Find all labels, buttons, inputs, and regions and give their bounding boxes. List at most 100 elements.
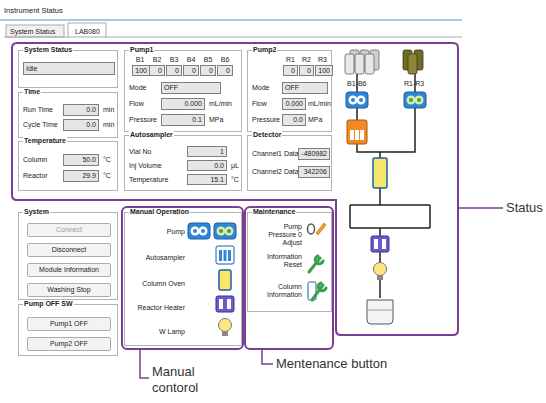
field-label: Mode [252, 84, 270, 92]
field-label: μL [231, 162, 239, 170]
field-label: Vial No [129, 148, 151, 156]
field-value: -480982 [301, 150, 327, 158]
group-box: System StatusIdle [18, 50, 118, 88]
field-label: Cycle Time [23, 121, 58, 129]
field-label: B5 [200, 56, 216, 64]
field-label: min [103, 121, 114, 129]
value-field: 0.0 [187, 160, 227, 171]
field-value: 0.0 [214, 162, 224, 170]
table-cell: 0 [200, 65, 216, 76]
value-field: 0.000 [282, 98, 306, 110]
value-field: 15.1 [187, 174, 227, 185]
field-label: Flow [252, 100, 267, 108]
callout-label: Mentenance button [276, 356, 387, 372]
field-value: 0 [209, 67, 213, 75]
callout-label: Manual contorol [152, 364, 224, 396]
field-label: W Lamp [127, 328, 185, 336]
tab-label: LAB080 [75, 27, 100, 36]
field-label: Information Reset [254, 253, 302, 269]
group-box: TemperatureColumn°CReactor°C50.029.9 [18, 141, 118, 191]
value-field: 1 [187, 146, 227, 157]
field-value: 0 [226, 67, 230, 75]
button-label: Washing Stop [47, 286, 90, 294]
field-value: 50.0 [82, 156, 96, 164]
group-box: Pump1B1B2B3B4B5B6ModeFlowmL/minPressureM… [124, 50, 242, 132]
field-value: 0 [158, 67, 162, 75]
table-cell: 0 [166, 65, 182, 76]
field-label: B2 [149, 56, 165, 64]
group-heading: System [23, 208, 50, 216]
table-cell: 0 [299, 65, 314, 76]
field-label: MPa [209, 116, 223, 124]
field-value: 0.0 [86, 121, 96, 129]
value-field: Idle [23, 62, 115, 75]
field-label: Pressure [129, 116, 157, 124]
group-box: MaintenancePump Pressure 0 AdjustInforma… [247, 212, 332, 312]
group-heading: Pump1 [129, 46, 154, 54]
group-heading: Detector [252, 131, 282, 139]
push-button: Pump2 OFF [27, 337, 111, 351]
field-value: 29.9 [82, 172, 96, 180]
value-field: OFF [282, 82, 328, 94]
button-label: Pump1 OFF [50, 320, 88, 328]
field-value: 1 [220, 148, 224, 156]
group-box: Pump OFF SWPump1 OFFPump2 OFF [18, 304, 118, 356]
table-cell: 0 [283, 65, 298, 76]
value-field: 29.9 [63, 170, 99, 182]
push-button: Module Information [27, 263, 111, 277]
value-field: 0.000 [161, 98, 205, 110]
field-value: 0.000 [285, 100, 303, 108]
field-value: 0 [175, 67, 179, 75]
disabled-button: Connect [27, 223, 111, 237]
field-value: 15.1 [210, 176, 224, 184]
table-cell: 0 [217, 65, 233, 76]
field-label: Column Oven [127, 280, 185, 288]
field-label: Column Information [254, 283, 302, 299]
field-label: Channel2 Data [252, 168, 299, 176]
field-value: 0.0 [86, 106, 96, 114]
field-label: Pressure [252, 116, 280, 124]
callout-label: Status [506, 200, 543, 216]
field-label: B4 [183, 56, 199, 64]
field-label: B3 [166, 56, 182, 64]
value-field: OFF [161, 82, 221, 94]
value-field: 342206 [298, 166, 330, 178]
group-box: AutosamplerVial NoInj VolumeμLTemperatur… [124, 135, 242, 191]
field-label: mL/min [308, 100, 331, 108]
group-heading: Manual Operation [129, 208, 190, 216]
field-value: 342206 [304, 168, 327, 176]
field-label: Reactor [23, 172, 48, 180]
field-label: Channel1 Data [252, 150, 299, 158]
field-label: Run Time [23, 106, 53, 114]
field-label: Inj Volume [129, 162, 162, 170]
field-label: min [103, 106, 114, 114]
group-box: DetectorChannel1 DataChannel2 Data-48098… [247, 135, 332, 191]
group-heading: Autosampler [129, 131, 174, 139]
tab-label: System Status [10, 27, 55, 36]
field-label: °C [103, 156, 111, 164]
field-value: 100 [135, 67, 147, 75]
field-label: Pump Pressure 0 Adjust [254, 223, 302, 247]
value-field: 50.0 [63, 154, 99, 166]
field-value: 0 [192, 67, 196, 75]
button-label: Disconnect [52, 246, 87, 254]
field-label: R3 [315, 56, 330, 64]
field-label: Column [23, 156, 47, 164]
bottle-label: B1-B6 [347, 79, 366, 88]
group-heading: Pump OFF SW [23, 300, 74, 308]
push-button: Washing Stop [27, 283, 111, 297]
field-label: R1 [283, 56, 298, 64]
group-box: TimeRun TimeminCycle Timemin0.00.0 [18, 92, 118, 138]
field-label: Reactor Heater [127, 304, 185, 312]
value-field: 0.0 [63, 104, 99, 116]
field-label: B1 [132, 56, 148, 64]
field-value: 0.1 [192, 116, 202, 124]
field-label: mL/min [209, 100, 232, 108]
field-value: 0 [307, 67, 311, 75]
field-label: °C [103, 172, 111, 180]
value-field: 0.0 [63, 119, 99, 131]
button-label: Pump2 OFF [50, 340, 88, 348]
field-label: Pump [127, 228, 185, 236]
table-cell: 0 [149, 65, 165, 76]
field-label: Temperature [129, 176, 168, 184]
